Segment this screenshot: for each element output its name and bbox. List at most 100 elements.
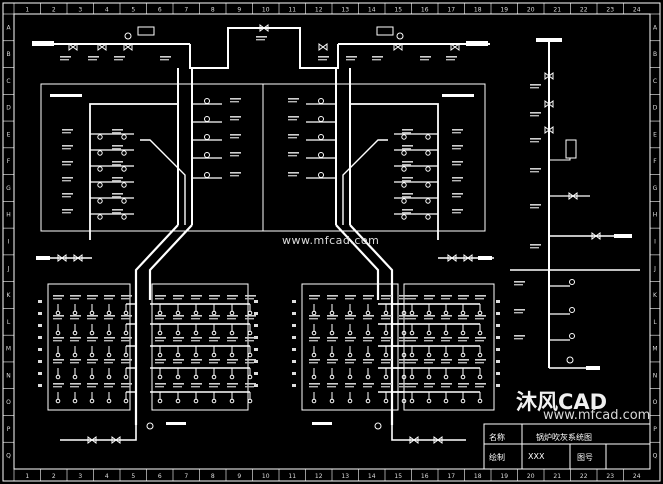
- matrix-b-tag: [155, 362, 164, 364]
- right-boiler-tag: [402, 148, 411, 150]
- right-branch-tag: [288, 119, 297, 121]
- matrix-b-tag: [245, 295, 256, 297]
- header-tag-label: [446, 56, 457, 58]
- matrix-c-blower: [347, 374, 353, 380]
- matrix-c-tag: [309, 362, 318, 364]
- matrix-side-marker: [496, 360, 500, 363]
- top-crossover-valve: [259, 24, 269, 32]
- right-boiler-blower: [401, 134, 407, 140]
- matrix-side-marker: [38, 348, 42, 351]
- matrix-c-tag: [327, 386, 336, 388]
- matrix-c-tag: [363, 298, 372, 300]
- border-row-letter: Q: [653, 453, 658, 460]
- matrix-b-tag: [155, 383, 166, 385]
- matrix-c-tag: [381, 315, 392, 317]
- matrix-b-tag: [191, 340, 200, 342]
- left-boiler-tag: [62, 164, 71, 166]
- right-boiler-tag: [402, 164, 411, 166]
- border-row-letter: G: [653, 185, 658, 192]
- matrix-c-tag: [399, 383, 410, 385]
- matrix-a-tag: [121, 295, 132, 297]
- matrix-d-tag: [407, 295, 418, 297]
- matrix-d-tag: [475, 295, 486, 297]
- border-row-letter: K: [7, 292, 12, 299]
- right-boiler-tag: [452, 196, 461, 198]
- matrix-c-frame: [301, 283, 399, 411]
- matrix-c-tag: [327, 298, 336, 300]
- right-drain-valve: [447, 254, 457, 262]
- left-boiler-tag: [112, 148, 121, 150]
- right-boiler-blower: [401, 182, 407, 188]
- right-header-valve: [450, 43, 460, 51]
- right-branch-blower: [318, 172, 324, 178]
- border-column-number: 12: [315, 473, 323, 480]
- matrix-d-blower: [426, 310, 432, 316]
- right-system-tag: [530, 204, 541, 206]
- matrix-d-tag: [458, 295, 469, 297]
- left-header-gauge: [124, 32, 132, 40]
- matrix-d-tag: [458, 318, 467, 320]
- left-header-valve: [97, 43, 107, 51]
- matrix-b-blower: [157, 374, 163, 380]
- matrix-a-tag: [121, 340, 130, 342]
- matrix-a-tag: [53, 340, 62, 342]
- matrix-b-tag: [227, 295, 238, 297]
- right-system-valve: [591, 232, 601, 240]
- matrix-c-tag: [363, 337, 374, 339]
- matrix-a-blower: [55, 330, 61, 336]
- matrix-a-tag: [53, 318, 62, 320]
- matrix-b-tag: [155, 318, 164, 320]
- header-tag-label: [160, 59, 169, 61]
- border-row-letter: O: [6, 399, 11, 406]
- left-branch-blower: [204, 134, 210, 140]
- matrix-b-tag: [245, 359, 256, 361]
- matrix-b-blower: [247, 398, 253, 404]
- right-inner-downcomer: [335, 224, 380, 300]
- matrix-a-tag: [104, 318, 113, 320]
- border-row-letter: Q: [6, 453, 11, 460]
- border-row-letter: A: [653, 24, 658, 31]
- matrix-side-marker: [496, 312, 500, 315]
- matrix-a-tag: [70, 362, 79, 364]
- matrix-c-blower: [347, 310, 353, 316]
- matrix-d-tag: [441, 337, 452, 339]
- border-row-letter: J: [653, 265, 656, 272]
- matrix-b-tag: [191, 295, 202, 297]
- matrix-c-blower: [347, 330, 353, 336]
- matrix-a-tag: [87, 383, 98, 385]
- left-boiler-blower: [97, 134, 103, 140]
- right-system-device-box: [565, 139, 577, 159]
- border-column-number: 13: [341, 7, 349, 14]
- border-column-number: 21: [553, 7, 561, 14]
- border-column-number: 21: [553, 473, 561, 480]
- matrix-c-tag: [399, 386, 408, 388]
- matrix-b-tag: [209, 318, 218, 320]
- matrix-a-blower: [106, 398, 112, 404]
- header-tag-label: [114, 59, 123, 61]
- matrix-c-tag: [399, 318, 408, 320]
- left-boiler-tag: [112, 132, 121, 134]
- left-boiler-tag: [62, 129, 73, 131]
- matrix-b-tag: [245, 318, 254, 320]
- matrix-a-tag: [70, 359, 81, 361]
- border-column-number: 11: [288, 473, 296, 480]
- matrix-a-blower: [89, 330, 95, 336]
- matrix-c-tag: [345, 318, 354, 320]
- matrix-d-blower: [460, 330, 466, 336]
- left-boiler-tag: [62, 132, 71, 134]
- border-column-number: 24: [633, 473, 641, 480]
- right-branch-tag: [288, 134, 299, 136]
- right-system-tag: [530, 207, 539, 209]
- right-boiler-tag: [452, 161, 463, 163]
- matrix-c-blower: [311, 310, 317, 316]
- matrix-c-blower: [365, 374, 371, 380]
- matrix-a-tag: [121, 318, 130, 320]
- left-branch-tag: [230, 152, 241, 154]
- title-block-name-label: 名称: [489, 433, 505, 442]
- border-row-letter: E: [653, 131, 657, 138]
- right-system-bottom-end: [586, 366, 600, 370]
- right-system-tag: [530, 112, 541, 114]
- right-outer-downcomer: [349, 224, 394, 425]
- right-header-device-box: [376, 26, 394, 36]
